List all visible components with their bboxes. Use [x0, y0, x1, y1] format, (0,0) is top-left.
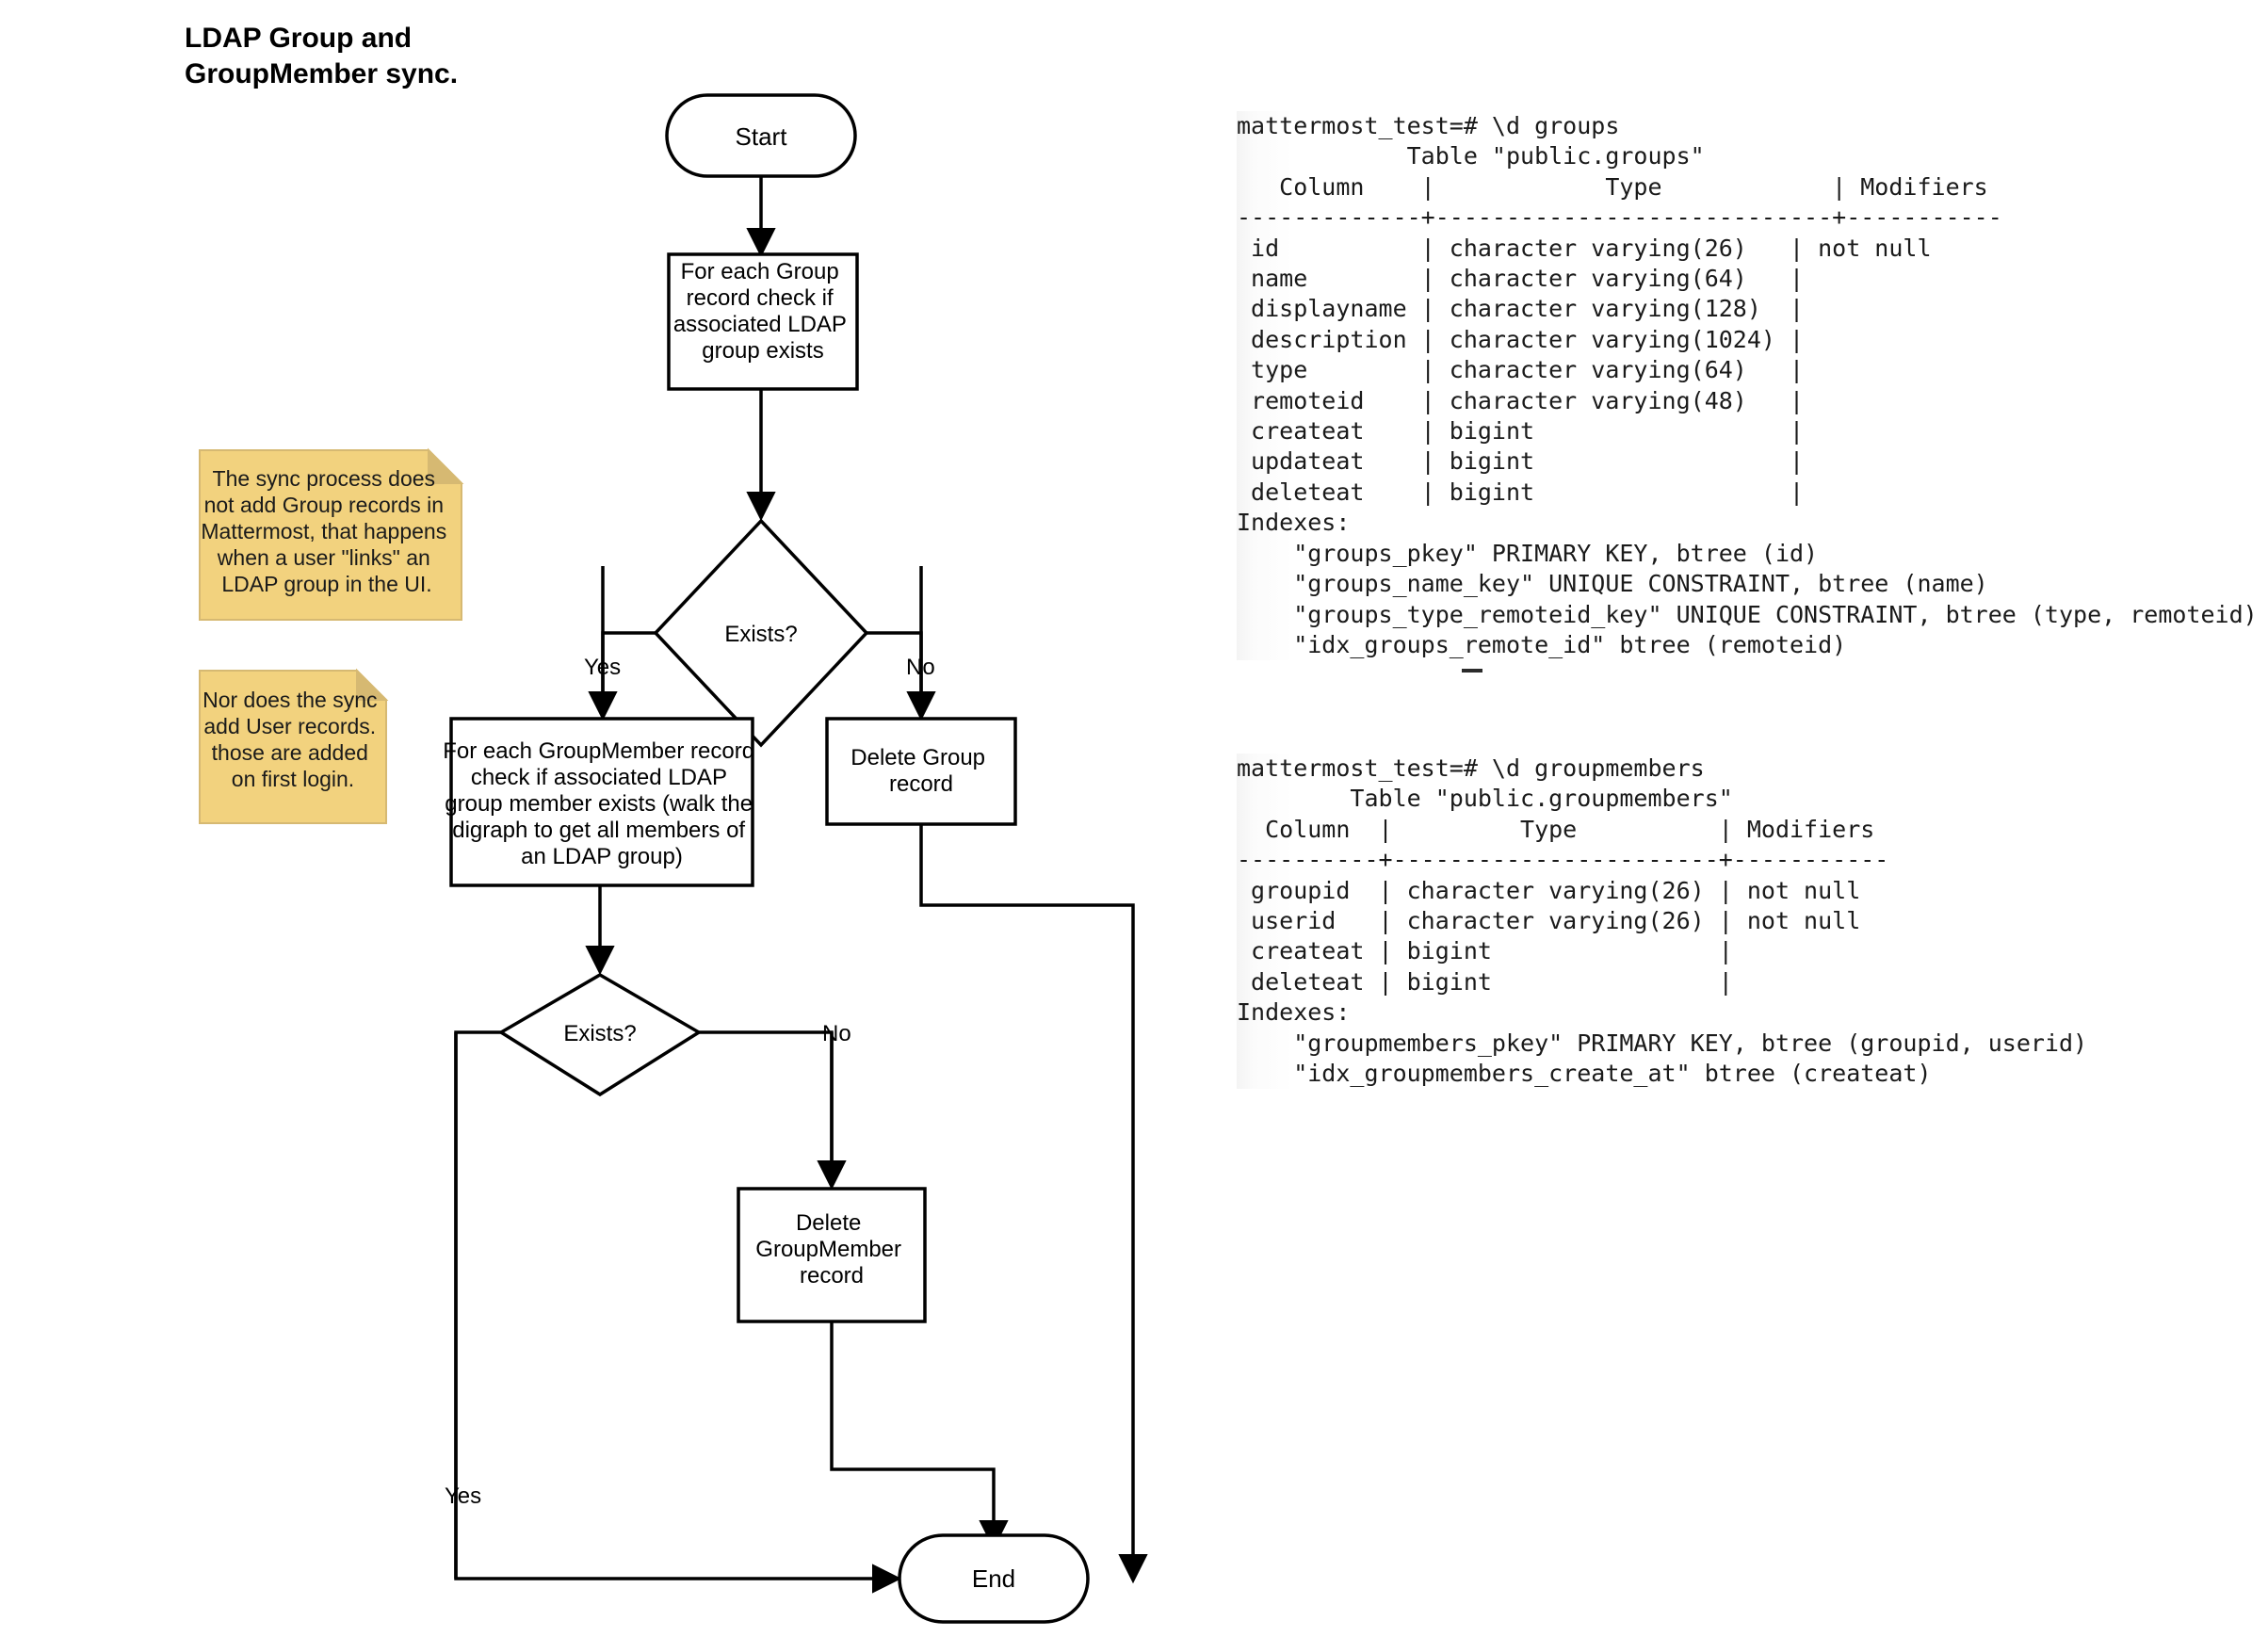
edge-delete-groupmember-to-end [830, 1321, 1009, 1550]
branch-no-group [867, 631, 923, 716]
edge-label-member-yes: Yes [445, 1483, 481, 1509]
edge-delete-group-to-end [919, 824, 1148, 1584]
check-groupmember-label: For each GroupMember record check if ass… [443, 738, 760, 869]
edge-label-member-no: No [822, 1021, 851, 1046]
check-groupmember-shape [449, 717, 754, 887]
branch-yes-group [601, 631, 656, 716]
delete-groupmember-shape [737, 1187, 927, 1323]
note-2-body [199, 670, 387, 824]
decision-member-shape [497, 972, 703, 1097]
check-group-label: For each Group record check if associate… [673, 259, 852, 364]
note-1-body [199, 449, 462, 621]
branch-no-member [699, 1030, 834, 1185]
decision-member-branches [454, 1030, 834, 1579]
node-end[interactable]: End [898, 1533, 1090, 1624]
ldap-sync-flowchart: Start For each Group record check if ass… [199, 93, 1148, 1624]
check-group-shape [667, 252, 859, 391]
node-decision-member-exists[interactable]: Exists? [497, 972, 703, 1097]
node-check-group-record[interactable]: For each Group record check if associate… [667, 252, 859, 391]
start-shape [665, 93, 857, 178]
note-1-fold-icon [428, 447, 464, 484]
decision-group-shape [653, 518, 869, 748]
edge-label-group-no: No [906, 655, 935, 680]
delete-groupmember-label: Delete GroupMember record [755, 1210, 907, 1289]
terminal-cursor-icon [1462, 669, 1482, 673]
node-check-groupmember-record[interactable]: For each GroupMember record check if ass… [443, 717, 760, 887]
sticky-note-1: The sync process does not add Group reco… [199, 447, 464, 621]
node-delete-groupmember-record[interactable]: Delete GroupMember record [737, 1187, 927, 1323]
terminal-output-groupmembers: mattermost_test=# \d groupmembers Table … [1237, 754, 2088, 1090]
note-1-text: The sync process does not add Group reco… [201, 466, 452, 596]
node-start[interactable]: Start [665, 93, 857, 178]
branch-yes-member [454, 1030, 501, 1579]
page-title: LDAP Group and GroupMember sync. [185, 21, 580, 93]
start-label: Start [736, 122, 788, 151]
end-label: End [972, 1564, 1015, 1593]
node-decision-group-exists[interactable]: Exists? [653, 518, 869, 748]
page-title-line-2: GroupMember sync. [185, 58, 459, 90]
sticky-note-2: Nor does the sync add User records. thos… [199, 668, 389, 824]
node-delete-group-record[interactable]: Delete Group record [825, 717, 1017, 826]
delete-group-shape [825, 717, 1017, 826]
end-shape [898, 1533, 1090, 1624]
terminal-output-groups: mattermost_test=# \d groups Table "publi… [1237, 111, 2258, 661]
note-2-fold-icon [356, 668, 389, 701]
decision-member-label: Exists? [563, 1021, 636, 1046]
page-title-line-1: LDAP Group and [185, 23, 413, 54]
edge-label-group-yes: Yes [584, 655, 621, 680]
note-2-text: Nor does the sync add User records. thos… [202, 688, 383, 791]
decision-group-label: Exists? [724, 622, 797, 647]
delete-group-label: Delete Group record [850, 745, 991, 797]
decision-group-branches [601, 631, 923, 716]
